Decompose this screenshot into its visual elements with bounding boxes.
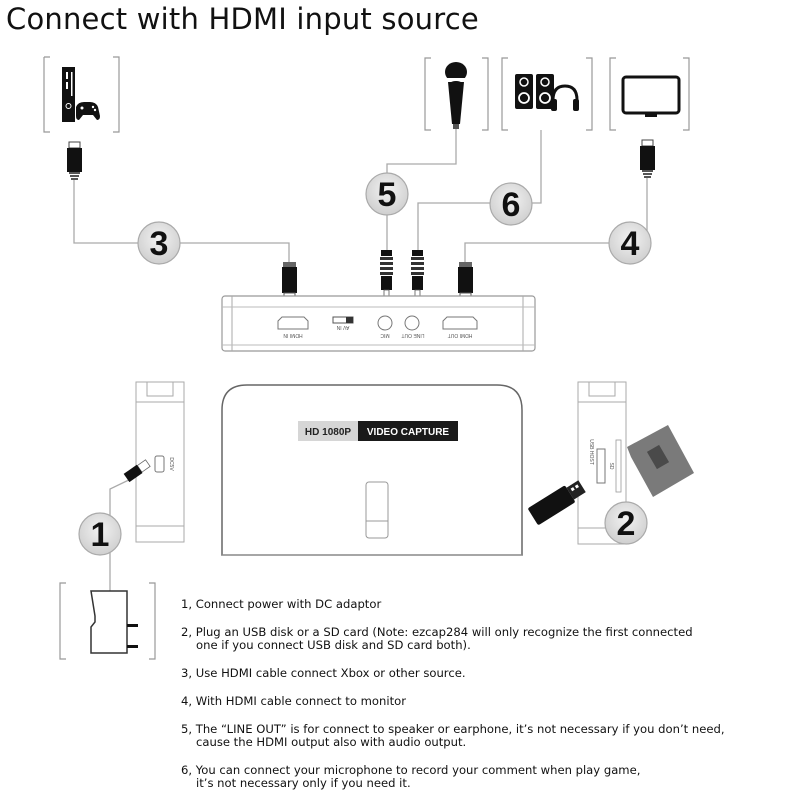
monitor-icon [621, 75, 681, 117]
callout-5: 5 [365, 172, 409, 216]
hdmi-out-port [442, 316, 478, 330]
dc-plug-icon [123, 459, 151, 483]
line-out-port-label: LINE OUT [401, 332, 424, 338]
callout-4: 4 [608, 221, 652, 265]
av-in-port-label: AV IN [336, 324, 349, 330]
line-out-jack-plug-icon [411, 250, 424, 303]
page-title: Connect with HDMI input source [6, 2, 479, 36]
instruction-text: 3, Use HDMI cable connect Xbox or other … [181, 666, 466, 680]
microphone-frame [424, 57, 489, 131]
usb-host-port [596, 448, 606, 484]
xbox-controller-icon [62, 67, 100, 122]
mic-port-label: MIC [380, 332, 390, 338]
dc-power-port [154, 455, 165, 473]
svg-text:1: 1 [91, 516, 110, 554]
hdmi-plug-source-icon [67, 141, 82, 180]
instruction-step-6: 6, You can connect your microphone to re… [181, 764, 791, 790]
instruction-step-1: 1, Connect power with DC adaptor [181, 598, 791, 611]
capture-device-left-side: DC5V [123, 381, 185, 543]
instruction-step-2: 2, Plug an USB disk or a SD card (Note: … [181, 626, 791, 652]
video-capture-label: VIDEO CAPTURE [367, 427, 450, 438]
instruction-step-5: 5, The “LINE OUT” is for connect to spea… [181, 723, 791, 749]
instruction-text: 4, With HDMI cable connect to monitor [181, 694, 406, 708]
mic-port [377, 315, 393, 331]
svg-text:2: 2 [617, 505, 636, 543]
instruction-text-continued: one if you connect USB disk and SD card … [196, 638, 471, 652]
line-out-port [404, 315, 420, 331]
hdmi-in-port-label: HDMI IN [283, 332, 303, 338]
hdmi-plug-monitor-icon [640, 139, 655, 178]
cable-lines [73, 129, 648, 595]
dc-port-label: DC5V [168, 457, 174, 471]
instruction-text-continued: it’s not necessary only if you need it. [196, 776, 411, 790]
instructions-list: 1, Connect power with DC adaptor 2, Plug… [181, 598, 791, 805]
hd1080p-label: HD 1080P [305, 427, 351, 438]
callout-1: 1 [78, 512, 122, 556]
speaker-headphone-icon [515, 74, 579, 111]
hdmi-out-port-label: HDMI OUT [448, 332, 473, 338]
sd-slot [615, 439, 622, 493]
instruction-text: 2, Plug an USB disk or a SD card (Note: … [181, 625, 693, 639]
monitor-frame [609, 57, 690, 131]
power-adapter-frame [59, 582, 156, 660]
mic-jack-plug-icon [380, 250, 393, 303]
power-adapter-icon [90, 590, 138, 654]
svg-text:6: 6 [502, 186, 521, 224]
sd-label: SD [608, 463, 614, 470]
microphone-icon [445, 62, 467, 129]
callout-2: 2 [604, 501, 648, 545]
svg-text:3: 3 [150, 225, 169, 263]
hdmi-in-port [277, 316, 309, 330]
instruction-text: 5, The “LINE OUT” is for connect to spea… [181, 722, 725, 736]
usb-host-label: USB HOST [588, 439, 594, 465]
svg-text:5: 5 [378, 176, 397, 214]
instruction-step-4: 4, With HDMI cable connect to monitor [181, 695, 791, 708]
callout-3: 3 [137, 221, 181, 265]
speakers-frame [501, 57, 593, 131]
game-console-frame [43, 56, 120, 133]
capture-device-rear-panel: HDMI IN AV IN MIC LINE OUT HDMI OUT [221, 295, 536, 352]
sd-card-icon [627, 425, 694, 497]
instruction-text: 6, You can connect your microphone to re… [181, 763, 641, 777]
svg-text:4: 4 [621, 225, 640, 263]
record-button[interactable] [365, 481, 389, 539]
callout-6: 6 [489, 182, 533, 226]
capture-device-right-side: USB HOST SD [528, 381, 694, 545]
instruction-step-3: 3, Use HDMI cable connect Xbox or other … [181, 667, 791, 680]
instruction-text-continued: cause the HDMI output also with audio ou… [196, 735, 467, 749]
usb-disk-icon [528, 480, 586, 525]
capture-device-front: HD 1080P VIDEO CAPTURE [221, 384, 523, 556]
instruction-text: 1, Connect power with DC adaptor [181, 597, 382, 611]
